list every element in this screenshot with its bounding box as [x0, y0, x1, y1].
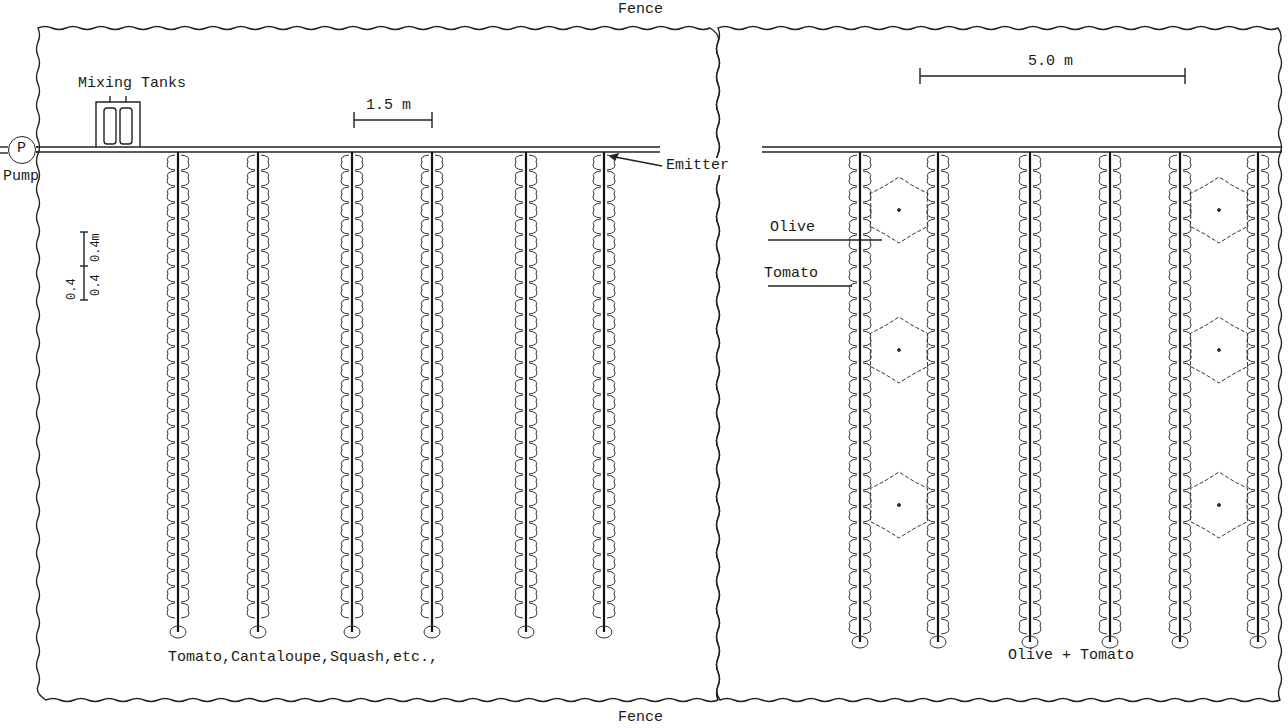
pipe [0, 146, 8, 147]
olive-tree [1190, 177, 1247, 243]
pipe-wall [36, 146, 38, 147]
drip-lateral [1257, 152, 1259, 642]
drip-lateral [351, 152, 353, 632]
drip-lateral [1109, 152, 1111, 642]
tomato-plant [518, 626, 534, 638]
drip-lateral [603, 152, 605, 632]
fence-label: Fence [618, 710, 663, 727]
tomato-plant [1022, 636, 1038, 648]
tank-label: Mixing Tanks [78, 76, 186, 93]
field-plot: Tomato,Cantaloupe,Squash,etc., [38, 28, 718, 700]
dimension-label: 0.4m [90, 233, 103, 262]
tomato-plant [927, 155, 949, 634]
mainline [36, 151, 660, 152]
tomato-plant [1019, 155, 1041, 634]
mixing-tank [104, 108, 116, 144]
tank-cap [109, 96, 110, 102]
drip-lateral [431, 152, 433, 632]
tomato-plant [424, 626, 440, 638]
tomato-plant [1099, 155, 1121, 634]
tomato-plant [515, 155, 537, 618]
drip-lateral [937, 152, 939, 642]
tomato-plant [421, 155, 443, 618]
tomato-plant [1169, 155, 1191, 634]
olive-tree [1190, 472, 1247, 538]
dimension-tick [80, 265, 88, 266]
olive-tree [870, 177, 927, 243]
plot-label: Olive + Tomato [1008, 648, 1134, 665]
drip-lateral [525, 152, 527, 632]
dimension-line [920, 75, 1185, 76]
pump-node: PPump [8, 136, 36, 164]
olive-trunk [898, 209, 901, 212]
drip-lateral [177, 152, 179, 632]
mixing-tank [120, 108, 132, 144]
crop-label: Tomato [764, 266, 818, 283]
pipe-wall [36, 151, 38, 152]
tomato-plant [596, 626, 612, 638]
tomato-plant [167, 155, 189, 618]
dimension-tick [919, 68, 920, 84]
olive-trunk [1218, 349, 1221, 352]
tomato-plant [250, 626, 266, 638]
pipe [0, 152, 8, 153]
pipe-connector [36, 147, 38, 152]
drip-lateral [257, 152, 259, 632]
dimension-tick [80, 231, 88, 232]
dimension-tick [431, 112, 432, 128]
tomato-plant [247, 155, 269, 618]
drip-lateral [1029, 152, 1031, 642]
dimension-label: 1.5 m [366, 98, 411, 115]
mainline [762, 151, 1282, 152]
tomato-plant [852, 636, 868, 648]
dimension-tick [80, 299, 88, 300]
tank-cap [125, 96, 126, 102]
dimension-line [354, 119, 432, 120]
dimension-label: 0.4 [66, 278, 79, 300]
olive-tree [870, 317, 927, 383]
plot-label: Tomato,Cantaloupe,Squash,etc., [168, 650, 438, 667]
fence-line [717, 27, 1282, 702]
tomato-plant [849, 155, 871, 634]
olive-trunk [1218, 209, 1221, 212]
fence-label: Fence [618, 2, 663, 19]
mainline [36, 146, 660, 147]
field-plot: Olive + Tomato [718, 28, 1280, 700]
drip-lateral [1179, 152, 1181, 642]
tomato-plant [341, 155, 363, 618]
tomato-plant [593, 155, 615, 618]
pump-label: Pump [3, 169, 39, 186]
tomato-plant [1247, 155, 1269, 634]
fence-line [37, 27, 720, 702]
leader-line [610, 156, 662, 166]
leader-line [768, 239, 882, 240]
olive-trunk [898, 349, 901, 352]
olive-trunk [1218, 504, 1221, 507]
dimension-label: 0.4 [90, 274, 103, 296]
tomato-plant [344, 626, 360, 638]
tomato-plant [1172, 636, 1188, 648]
tank-frame [96, 102, 140, 147]
olive-tree [870, 472, 927, 538]
dimension-tick [353, 112, 354, 128]
tomato-plant [930, 636, 946, 648]
dimension-tick [1184, 68, 1185, 84]
tomato-plant [1250, 636, 1266, 648]
leader-line [768, 285, 852, 286]
dimension-label: 5.0 m [1028, 54, 1073, 71]
pump-symbol: P [17, 141, 26, 158]
tomato-plant [1102, 636, 1118, 648]
tomato-plant [170, 626, 186, 638]
crop-label: Olive [770, 220, 815, 237]
emitter-label: Emitter [666, 158, 729, 175]
drip-lateral [859, 152, 861, 642]
olive-tree [1190, 317, 1247, 383]
mainline [762, 146, 1282, 147]
olive-trunk [898, 504, 901, 507]
